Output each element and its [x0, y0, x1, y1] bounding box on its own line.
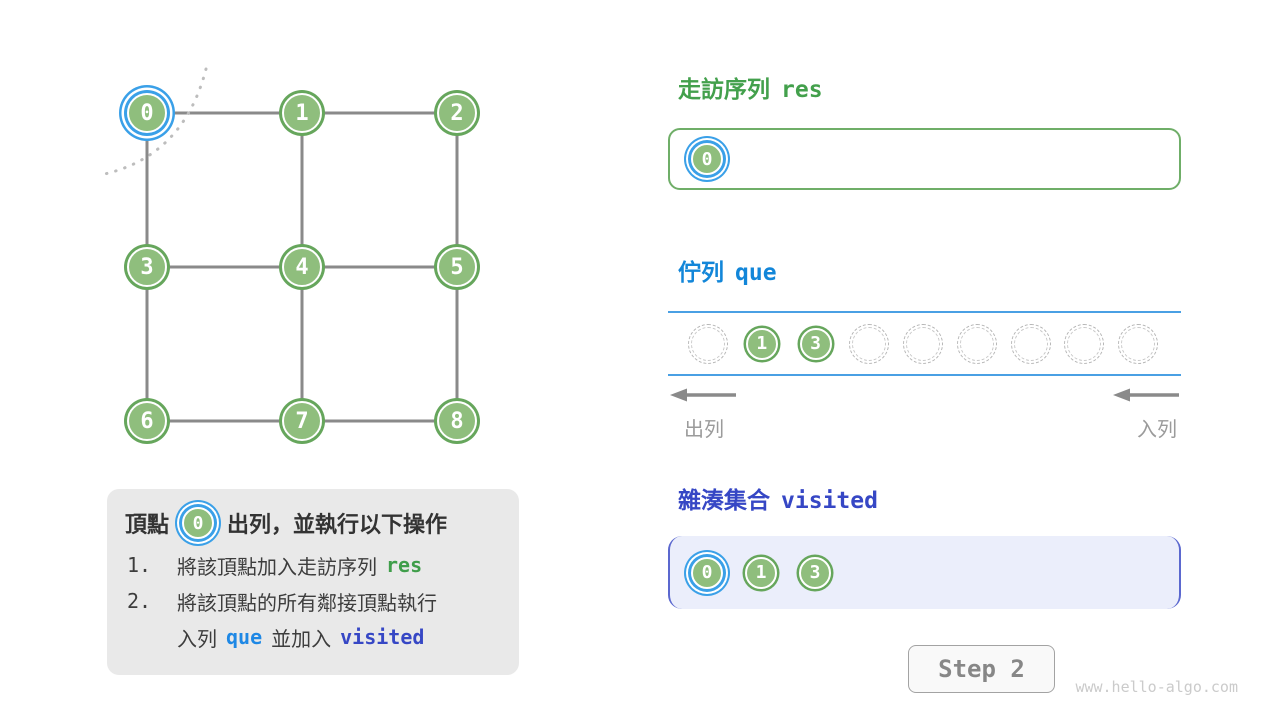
step1-code-res: res — [386, 553, 423, 577]
queue-slot-1: 1 — [741, 323, 783, 365]
res-node-0: 0 — [691, 143, 723, 175]
queue-slot-3-empty — [848, 323, 890, 365]
step-button[interactable]: Step 2 — [908, 645, 1055, 693]
res-header: 走訪序列 res — [678, 70, 823, 104]
graph-node-2: 2 — [437, 93, 477, 133]
step2-text: 將該頂點的所有鄰接頂點執行 — [177, 590, 437, 615]
empty-slot-icon — [1010, 323, 1051, 364]
panel-title-suffix: 出列，並執行以下操作 — [227, 513, 448, 538]
queue-slot-5-empty — [956, 323, 998, 365]
queue-slot-4-empty — [902, 323, 944, 365]
queue-slot-6-empty — [1010, 323, 1052, 365]
graph-node-1: 1 — [282, 93, 322, 133]
step3-text-pre: 入列 — [177, 626, 217, 651]
res-cell-0: 0 — [686, 138, 728, 180]
visited-header-code: visited — [781, 488, 878, 514]
queue-slot-7-empty — [1063, 323, 1105, 365]
graph-node-7: 7 — [282, 401, 322, 441]
queue-header: 佇列 que — [678, 253, 777, 287]
queue-header-zh: 佇列 — [678, 260, 724, 286]
visited-node-3: 3 — [799, 556, 831, 589]
visited-node-0: 0 — [691, 556, 723, 589]
queue-node-3: 3 — [799, 327, 832, 360]
graph-node-5: 5 — [437, 247, 477, 287]
dequeue-label: 出列 — [684, 417, 724, 441]
empty-slot-icon — [956, 323, 997, 364]
res-header-code: res — [781, 77, 823, 103]
step1-text: 將該頂點加入走訪序列 — [177, 554, 377, 579]
dequeue-arrow-icon — [670, 388, 736, 402]
watermark: www.hello-algo.com — [1075, 678, 1238, 696]
panel-step-1: 1. 將該頂點加入走訪序列 res — [125, 547, 501, 583]
empty-slot-icon — [849, 323, 890, 364]
enqueue-arrow-icon — [1113, 388, 1179, 402]
graph-node-3: 3 — [127, 247, 167, 287]
panel-title: 頂點 0 出列，並執行以下操作 — [125, 499, 501, 547]
visited-cell-1: 1 — [740, 552, 782, 594]
queue-header-code: que — [735, 260, 777, 286]
enqueue-label: 入列 — [1137, 417, 1177, 441]
operation-panel: 頂點 0 出列，並執行以下操作 1. 將該頂點加入走訪序列 res 2. 將該頂… — [107, 489, 519, 675]
queue-slot-2: 3 — [795, 323, 837, 365]
graph-node-0: 0 — [127, 93, 167, 133]
step3-text-mid: 並加入 — [271, 626, 332, 651]
step3-code-visited: visited — [340, 625, 425, 649]
res-box: 0 — [668, 128, 1181, 190]
vertex-chip: 0 — [182, 507, 215, 539]
empty-slot-icon — [1118, 323, 1158, 364]
visited-cell-0: 0 — [686, 552, 728, 594]
empty-slot-icon — [688, 323, 728, 364]
visited-node-1: 1 — [745, 556, 777, 589]
panel-step-2-cont: 入列 que 並加入 visited — [125, 619, 501, 655]
empty-slot-icon — [1064, 323, 1105, 364]
queue-slot-0-empty — [687, 323, 729, 365]
step3-code-que: que — [226, 625, 263, 649]
visited-header: 雜湊集合 visited — [678, 481, 878, 515]
graph-node-8: 8 — [437, 401, 477, 441]
vertex-chip-label: 0 — [192, 512, 204, 534]
panel-step-2: 2. 將該頂點的所有鄰接頂點執行 — [125, 583, 501, 619]
queue-node-1: 1 — [745, 327, 778, 360]
queue-slot-8-empty — [1117, 323, 1159, 365]
graph-node-6: 6 — [127, 401, 167, 441]
res-header-zh: 走訪序列 — [678, 77, 770, 103]
visited-cell-3: 3 — [794, 552, 836, 594]
visited-header-zh: 雜湊集合 — [678, 488, 770, 514]
step1-number: 1. — [127, 553, 152, 577]
step2-number: 2. — [127, 589, 152, 613]
panel-title-prefix: 頂點 — [125, 513, 170, 538]
graph-node-4: 4 — [282, 247, 322, 287]
empty-slot-icon — [903, 323, 943, 364]
